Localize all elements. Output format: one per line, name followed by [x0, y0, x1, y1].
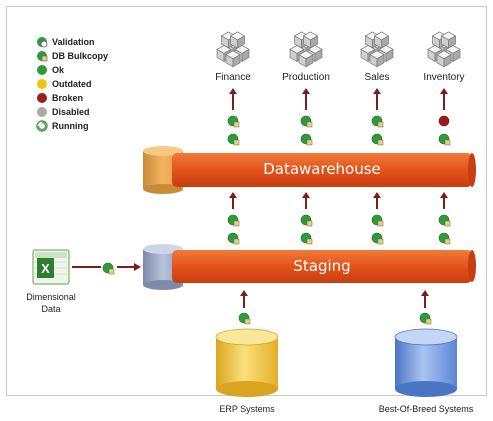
- cube-inventory-right-3: [443, 54, 452, 68]
- arrow-dim-2-head: [134, 263, 141, 271]
- node-dw-inventory-badge: [444, 139, 451, 146]
- legend-item-disabled: Disabled: [36, 105, 108, 119]
- cube-label-production: Production: [282, 72, 330, 83]
- cube-production-right-2: [314, 48, 323, 63]
- node-mid-b-inventory-badge: [444, 238, 451, 245]
- legend-label: Broken: [52, 93, 84, 103]
- node-erp-badge: [244, 318, 251, 325]
- arrow-bob-staging-head: [421, 290, 429, 296]
- datawarehouse-bar: [172, 153, 472, 187]
- staging-bar: [172, 250, 472, 283]
- cube-finance-right-5: [237, 35, 245, 49]
- arrow-stg-dw-finance-head: [229, 192, 237, 198]
- node-dw-finance-badge: [233, 139, 240, 146]
- cube-production-right-5: [310, 35, 318, 49]
- validation-icon: [37, 37, 48, 48]
- svg-text:X: X: [41, 261, 50, 276]
- node-mid-a-sales-badge: [377, 220, 384, 227]
- staging-bar-end: [468, 250, 476, 282]
- legend-label: Outdated: [52, 79, 92, 89]
- legend-item-ok: Ok: [36, 63, 108, 77]
- node-top-finance-badge: [233, 121, 240, 128]
- legend-label: Disabled: [52, 107, 90, 117]
- node-dw-production-badge: [306, 139, 313, 146]
- arrow-to-finance-head: [229, 88, 237, 94]
- node-mid-a-inventory-badge: [444, 220, 451, 227]
- arrow-stg-dw-sales-head: [373, 192, 381, 198]
- cube-finance-right-3: [232, 54, 241, 68]
- cube-inventory-right-2: [452, 48, 461, 63]
- db-bulkcopy-icon: [37, 51, 48, 62]
- erp-systems-cylinder: [215, 328, 279, 397]
- arrow-stg-dw-inventory-head: [440, 192, 448, 198]
- arrow-to-sales-head: [373, 88, 381, 94]
- legend-item-db-bulkcopy: DB Bulkcopy: [36, 49, 108, 63]
- excel-icon: X: [32, 249, 70, 285]
- cube-sales-right-2: [385, 48, 394, 63]
- node-mid-a-finance-badge: [233, 220, 240, 227]
- legend-label: Ok: [52, 65, 65, 75]
- cube-inventory-right-5: [448, 35, 456, 49]
- node-dimensional-badge: [108, 268, 115, 275]
- cube-finance-right-2: [241, 48, 250, 63]
- node-top-inventory: [438, 115, 450, 127]
- cube-label-sales: Sales: [364, 72, 390, 83]
- legend: Validation DB Bulkcopy Ok Outdated Broke…: [36, 35, 108, 133]
- arrow-to-inventory-head: [440, 88, 448, 94]
- legend-label: Running: [52, 121, 89, 131]
- cube-sales-right-3: [376, 54, 385, 68]
- cube-label-inventory: Inventory: [423, 72, 465, 83]
- running-icon: [36, 120, 48, 132]
- legend-item-broken: Broken: [36, 91, 108, 105]
- arrow-stg-dw-production-head: [302, 192, 310, 198]
- arrow-erp-staging-head: [240, 290, 248, 296]
- dimensional-label-line1: Dimensional: [26, 292, 76, 302]
- dimensional-label-line2: Data: [41, 304, 61, 314]
- cube-label-finance: Finance: [215, 72, 251, 83]
- cube-sales-right-5: [381, 35, 389, 49]
- node-mid-a-production-badge: [306, 220, 313, 227]
- disabled-icon: [37, 107, 47, 117]
- best-of-breed-cylinder: [394, 328, 458, 397]
- legend-label: DB Bulkcopy: [52, 51, 109, 61]
- outdated-icon: [37, 79, 47, 89]
- node-top-sales-badge: [377, 121, 384, 128]
- dimensional-data-label: Dimensional Data: [14, 291, 88, 315]
- staging-label: Staging: [293, 257, 351, 275]
- ok-icon: [37, 65, 47, 75]
- legend-item-validation: Validation: [36, 35, 108, 49]
- datawarehouse-bar-end: [468, 153, 476, 187]
- broken-icon: [37, 93, 47, 103]
- legend-item-running: Running: [36, 119, 108, 133]
- datawarehouse-label: Datawarehouse: [263, 160, 381, 178]
- node-mid-b-sales-badge: [377, 238, 384, 245]
- legend-label: Validation: [52, 37, 95, 47]
- best-of-breed-label: Best-Of-Breed Systems: [378, 404, 474, 414]
- node-dw-sales-badge: [377, 139, 384, 146]
- node-mid-b-finance-badge: [233, 238, 240, 245]
- cube-production-right-3: [305, 54, 314, 68]
- erp-systems-label: ERP Systems: [219, 404, 275, 414]
- node-mid-b-production-badge: [306, 238, 313, 245]
- arrow-to-production-head: [302, 88, 310, 94]
- node-bob-badge: [425, 318, 432, 325]
- legend-item-outdated: Outdated: [36, 77, 108, 91]
- node-top-production-badge: [306, 121, 313, 128]
